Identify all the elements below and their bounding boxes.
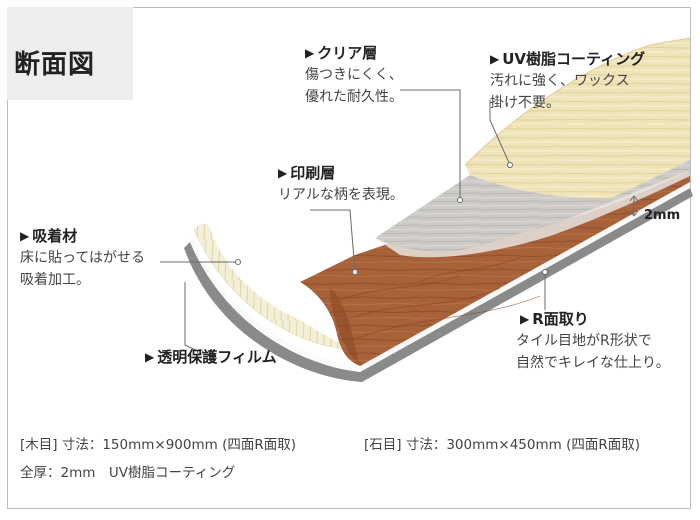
spec-total: 全厚：2mm UV樹脂コーティング bbox=[20, 465, 236, 481]
title-box bbox=[7, 7, 133, 100]
spec-wood: [木目] 寸法：150mm×900mm (四面R面取) bbox=[20, 437, 296, 453]
label-protective-film: ▶透明保護フィルム bbox=[145, 348, 277, 366]
label-uv-coating: ▶UV樹脂コーティング 汚れに強く、ワックス 掛け不要。 bbox=[490, 50, 645, 116]
wood-grain-marks bbox=[339, 257, 541, 341]
label-print-layer: ▶印刷層 リアルな柄を表現。 bbox=[278, 164, 404, 208]
print-layer bbox=[375, 160, 690, 252]
thickness-label: 2mm bbox=[644, 208, 681, 223]
bullet-icon: ▶ bbox=[490, 52, 500, 66]
wood-curve bbox=[330, 288, 362, 366]
bullet-icon: ▶ bbox=[278, 166, 288, 180]
uv-desc-1: 汚れに強く、ワックス bbox=[490, 73, 630, 89]
clear-layer bbox=[375, 170, 690, 258]
r-edge-desc-1: タイル目地がR形状で bbox=[516, 333, 652, 349]
leader-film bbox=[184, 282, 201, 353]
label-adhesive: ▶吸着材 床に貼ってはがせる 吸着加工。 bbox=[20, 227, 145, 293]
r-edge-desc-2: 自然でキレイな仕上り。 bbox=[516, 355, 670, 371]
clear-desc-1: 傷つきにくく、 bbox=[305, 67, 403, 83]
leader-dots bbox=[197, 162, 548, 355]
figure-title: 断面図 bbox=[14, 50, 96, 80]
adhesive-curl bbox=[194, 223, 350, 350]
adhesive-desc-1: 床に貼ってはがせる bbox=[20, 250, 146, 266]
spec-stone: [石目] 寸法：300mm×450mm (四面R面取) bbox=[364, 437, 640, 453]
print-desc-1: リアルな柄を表現。 bbox=[278, 187, 404, 203]
clear-desc-2: 優れた耐久性。 bbox=[305, 89, 403, 105]
label-clear-layer: ▶クリア層 傷つきにくく、 優れた耐久性。 bbox=[305, 44, 403, 110]
leader-print bbox=[310, 209, 356, 273]
leader-uv bbox=[489, 100, 511, 166]
uv-top-edge bbox=[464, 37, 691, 166]
uv-desc-2: 掛け不要。 bbox=[490, 95, 560, 111]
label-r-edge: ▶R面取り タイル目地がR形状で 自然でキレイな仕上り。 bbox=[516, 310, 670, 376]
outer-frame bbox=[7, 7, 691, 509]
bullet-icon: ▶ bbox=[305, 46, 315, 60]
bullet-icon: ▶ bbox=[20, 229, 30, 243]
leader-clear bbox=[400, 89, 461, 200]
bullet-icon: ▶ bbox=[520, 312, 530, 326]
bullet-icon: ▶ bbox=[145, 350, 155, 364]
adhesive-desc-2: 吸着加工。 bbox=[20, 272, 90, 288]
leader-lines bbox=[160, 89, 639, 353]
uv-coating-layer bbox=[465, 38, 690, 199]
